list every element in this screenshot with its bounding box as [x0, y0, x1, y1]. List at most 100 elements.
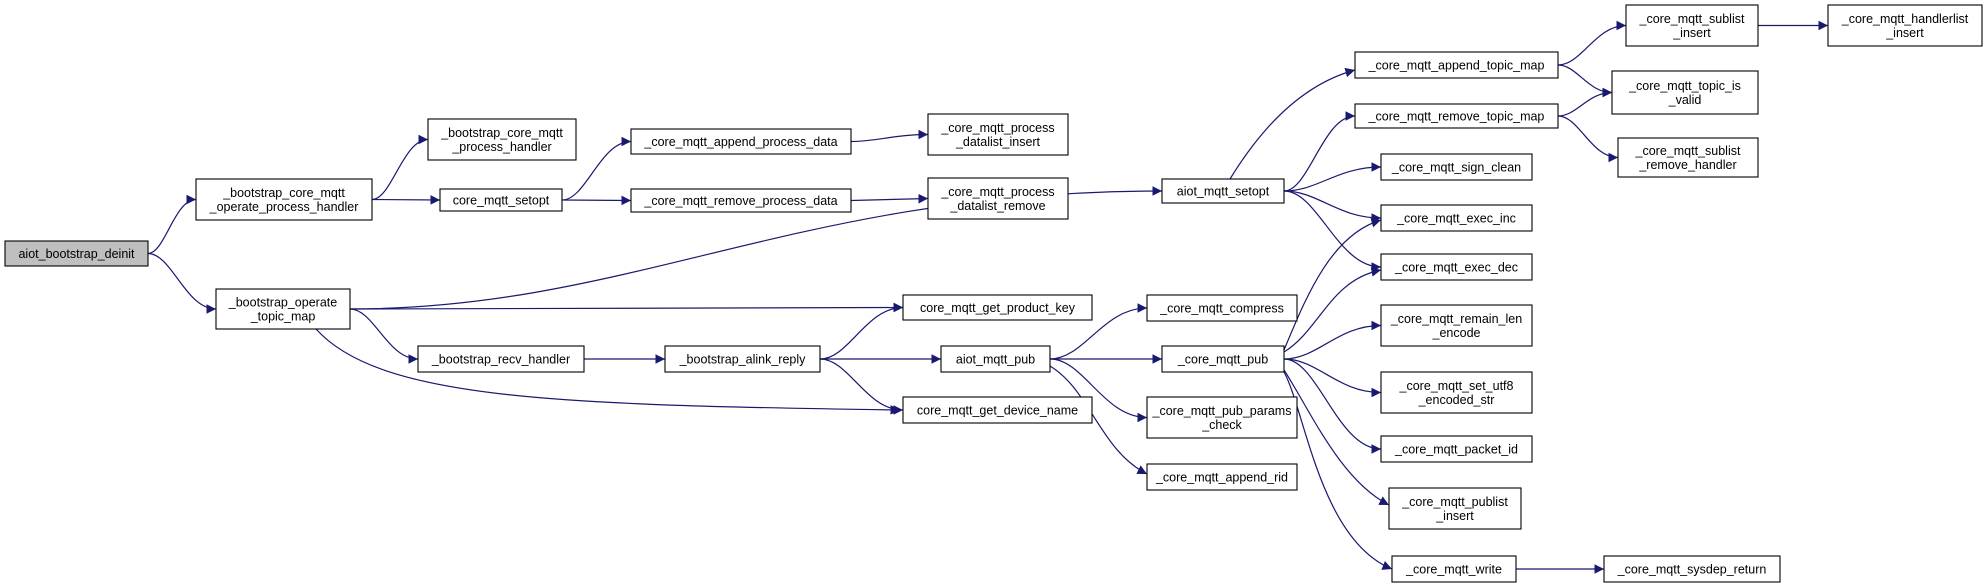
edge-n22-to-n26: [1049, 358, 1148, 423]
node-core-mqtt-setopt[interactable]: core_mqtt_setopt: [439, 188, 563, 212]
node-label: aiot_bootstrap_deinit: [18, 247, 135, 261]
node-core-mqtt-exec-inc[interactable]: _core_mqtt_exec_inc: [1380, 204, 1533, 232]
node-label: _core_mqtt_sublist: [1639, 12, 1745, 26]
edge-n25-to-n17: [1283, 218, 1382, 351]
node-core-mqtt-get-device-name[interactable]: core_mqtt_get_device_name: [902, 396, 1093, 424]
node-label: _process_handler: [451, 140, 551, 154]
node-label: core_mqtt_setopt: [453, 194, 550, 208]
node-core-mqtt-append-topic-map[interactable]: _core_mqtt_append_topic_map: [1354, 51, 1559, 79]
node-aiot-mqtt-pub[interactable]: aiot_mqtt_pub: [940, 345, 1051, 373]
edge-n25-to-n28: [1283, 320, 1382, 360]
node-label: _insert: [1885, 26, 1924, 40]
node-label: _check: [1201, 418, 1242, 432]
node-core-mqtt-remove-process-data[interactable]: _core_mqtt_remove_process_data: [630, 188, 852, 213]
node-label: _core_mqtt_pub: [1177, 353, 1268, 367]
node-label: _insert: [1435, 509, 1474, 523]
node-label: core_mqtt_get_product_key: [920, 301, 1076, 315]
edge-n22-to-n24: [1049, 303, 1148, 360]
node-box: [195, 178, 373, 221]
node-box: [940, 345, 1051, 373]
node-label: _remove_handler: [1638, 158, 1736, 172]
node-core-mqtt-pub-params-check[interactable]: _core_mqtt_pub_params_check: [1146, 396, 1298, 439]
node-core-mqtt-topic-is-valid[interactable]: _core_mqtt_topic_is_valid: [1611, 70, 1759, 115]
node-box: [1625, 4, 1759, 47]
node-box: [630, 128, 852, 155]
node-label: _encoded_str: [1418, 393, 1495, 407]
node-label: _core_mqtt_remain_len: [1390, 312, 1522, 326]
node-box: [1380, 304, 1533, 347]
node-core-mqtt-process-datalist-insert[interactable]: _core_mqtt_process_datalist_insert: [927, 113, 1069, 156]
node-core-mqtt-set-utf8-encoded-str[interactable]: _core_mqtt_set_utf8_encoded_str: [1380, 371, 1533, 414]
edge-n9-to-n16: [1283, 162, 1382, 192]
edge-n25-to-n30: [1283, 358, 1382, 454]
edge-n22-to-n27: [1049, 365, 1148, 475]
node-box: [927, 177, 1069, 220]
node-core-mqtt-sublist-remove-handler[interactable]: _core_mqtt_sublist_remove_handler: [1617, 137, 1759, 178]
node-label: _valid: [1668, 93, 1702, 107]
node-label: _encode: [1432, 326, 1481, 340]
node-layer: aiot_bootstrap_deinit _bootstrap_core_mqt…: [4, 4, 1983, 583]
node-box: [1380, 435, 1533, 463]
node-label: _bootstrap_operate: [228, 296, 337, 310]
edge-n3-to-n4: [561, 136, 632, 201]
node-box: [1611, 70, 1759, 115]
node-label: _core_mqtt_remove_process_data: [643, 194, 837, 208]
node-label: _operate_process_handler: [209, 200, 359, 214]
node-bootstrap-operate-topic-map[interactable]: _bootstrap_operate_topic_map: [215, 288, 351, 330]
node-core-mqtt-process-datalist-remove[interactable]: _core_mqtt_process_datalist_remove: [927, 177, 1069, 220]
node-box: [1380, 253, 1533, 281]
node-core-mqtt-handlerlist-insert[interactable]: _core_mqtt_handlerlist_insert: [1827, 4, 1983, 47]
node-label: _core_mqtt_set_utf8: [1399, 379, 1514, 393]
node-core-mqtt-write[interactable]: _core_mqtt_write: [1391, 555, 1517, 583]
node-label: aiot_mqtt_pub: [956, 353, 1035, 367]
node-core-mqtt-get-product-key[interactable]: core_mqtt_get_product_key: [902, 294, 1093, 321]
node-core-mqtt-exec-dec[interactable]: _core_mqtt_exec_dec: [1380, 253, 1533, 281]
node-box: [630, 188, 852, 213]
edge-n0-to-n8: [147, 252, 217, 314]
node-core-mqtt-append-rid[interactable]: _core_mqtt_append_rid: [1146, 463, 1298, 491]
edge-n8-to-n20: [349, 308, 419, 364]
node-bootstrap-core-mqtt-process-handler[interactable]: _bootstrap_core_mqtt_process_handler: [427, 118, 577, 161]
edge-layer: [147, 20, 1828, 574]
node-core-mqtt-compress[interactable]: _core_mqtt_compress: [1146, 294, 1298, 322]
edge-n21-to-n19: [819, 302, 904, 360]
node-label: _core_mqtt_publist: [1401, 495, 1508, 509]
node-aiot-bootstrap-deinit[interactable]: aiot_bootstrap_deinit: [4, 240, 149, 267]
node-bootstrap-core-mqtt-operate-process-handler[interactable]: _bootstrap_core_mqtt_operate_process_han…: [195, 178, 373, 221]
edge-n9-to-n17: [1283, 190, 1382, 223]
node-label: _insert: [1672, 26, 1711, 40]
edge-n25-to-n32: [1283, 371, 1393, 570]
node-core-mqtt-pub[interactable]: _core_mqtt_pub: [1161, 345, 1285, 373]
edge-n9-to-n18: [1283, 190, 1382, 272]
node-label: _core_mqtt_write: [1405, 563, 1502, 577]
node-label: core_mqtt_get_device_name: [917, 404, 1078, 418]
node-label: _core_mqtt_append_topic_map: [1368, 59, 1545, 73]
node-box: [4, 240, 149, 267]
node-core-mqtt-sign-clean[interactable]: _core_mqtt_sign_clean: [1380, 153, 1533, 181]
node-core-mqtt-sysdep-return[interactable]: _core_mqtt_sysdep_return: [1603, 555, 1781, 583]
edge-n14-to-n15: [1557, 115, 1619, 163]
node-bootstrap-recv-handler[interactable]: _bootstrap_recv_handler: [417, 345, 585, 373]
node-core-mqtt-append-process-data[interactable]: _core_mqtt_append_process_data: [630, 128, 852, 155]
node-label: _core_mqtt_exec_dec: [1394, 261, 1518, 275]
edge-n25-to-n18: [1283, 267, 1382, 353]
node-box: [1354, 103, 1559, 129]
node-label: _core_mqtt_compress: [1159, 302, 1284, 316]
node-aiot-mqtt-setopt[interactable]: aiot_mqtt_setopt: [1161, 178, 1285, 204]
node-box: [1388, 487, 1522, 530]
node-box: [1391, 555, 1517, 583]
node-core-mqtt-remain-len-encode[interactable]: _core_mqtt_remain_len_encode: [1380, 304, 1533, 347]
node-box: [1146, 463, 1298, 491]
node-box: [427, 118, 577, 161]
node-label: _datalist_insert: [955, 135, 1041, 149]
node-core-mqtt-packet-id[interactable]: _core_mqtt_packet_id: [1380, 435, 1533, 463]
node-label: _topic_map: [250, 310, 316, 324]
node-box: [1146, 294, 1298, 322]
node-core-mqtt-sublist-insert[interactable]: _core_mqtt_sublist_insert: [1625, 4, 1759, 47]
edge-n9-to-n10: [1229, 67, 1356, 180]
node-bootstrap-alink-reply[interactable]: _bootstrap_alink_reply: [664, 345, 821, 373]
node-core-mqtt-remove-topic-map[interactable]: _core_mqtt_remove_topic_map: [1354, 103, 1559, 129]
node-core-mqtt-publist-insert[interactable]: _core_mqtt_publist_insert: [1388, 487, 1522, 530]
node-label: _core_mqtt_append_process_data: [643, 135, 837, 149]
